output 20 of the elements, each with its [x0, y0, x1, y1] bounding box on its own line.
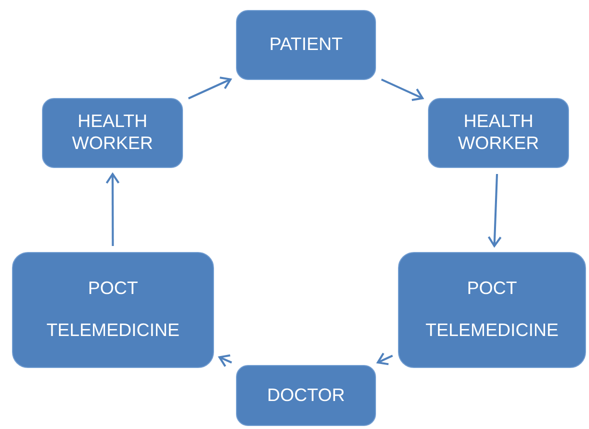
process-box [428, 98, 569, 168]
process-box [236, 365, 376, 426]
arrow [106, 173, 120, 246]
process-box [12, 252, 214, 368]
process-box [236, 10, 376, 80]
box-label: HEALTH WORKER [71, 111, 154, 155]
process-box [398, 252, 586, 368]
box-label: PATIENT [269, 34, 343, 56]
arrow [381, 78, 424, 101]
process-box [42, 98, 183, 168]
arrow [376, 352, 393, 366]
arrow [188, 76, 232, 100]
box-label: POCT [88, 278, 138, 300]
box-label: TELEMEDICINE [46, 320, 180, 342]
arrow [218, 354, 232, 368]
arrow [488, 174, 502, 247]
box-label: DOCTOR [267, 384, 345, 406]
box-label: HEALTH WORKER [457, 111, 540, 155]
box-label: POCT [466, 278, 517, 300]
box-label: TELEMEDICINE [425, 320, 559, 342]
